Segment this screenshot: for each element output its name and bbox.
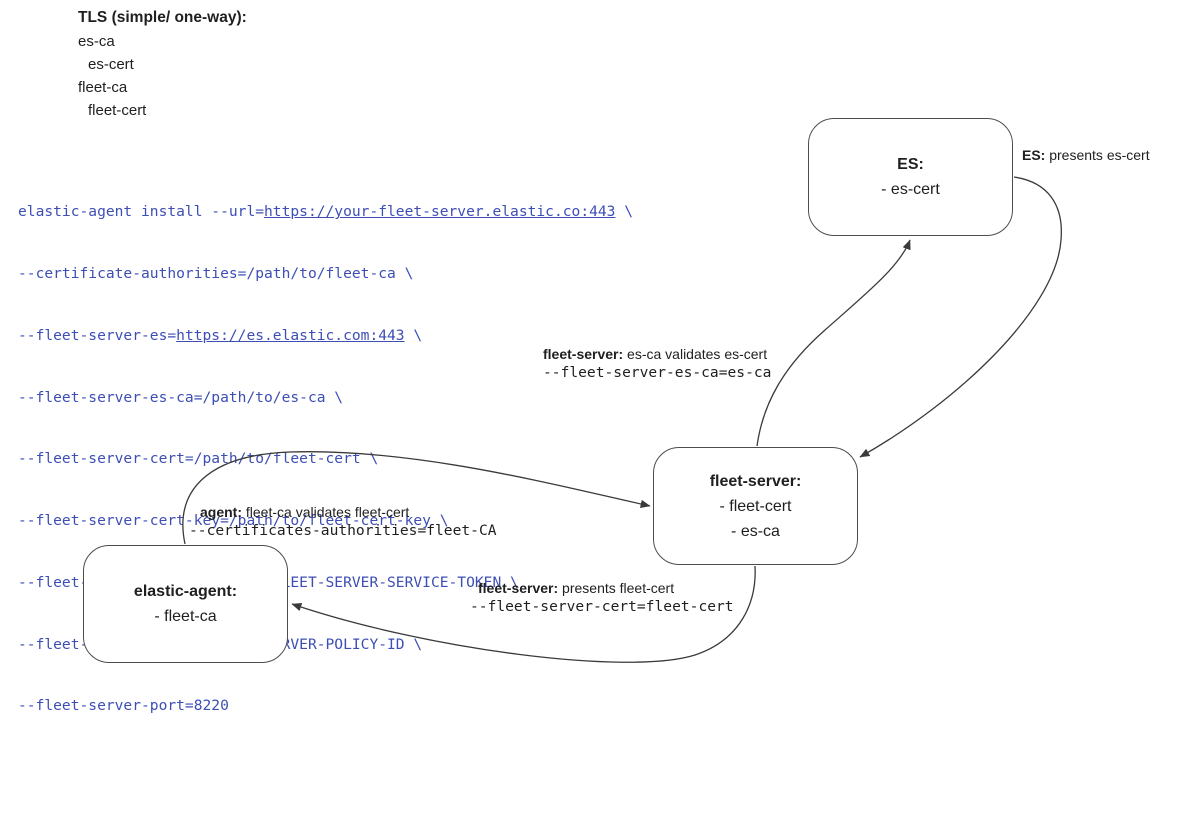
command-line: --fleet-server-es-ca=/path/to/es-ca \ <box>18 388 344 406</box>
node-elastic-agent-ca-line: - fleet-ca <box>154 608 217 625</box>
arrow-es-to-fleet-server <box>859 176 1062 458</box>
label-fleet-server-cert-flag: --fleet-server-cert=fleet-cert <box>470 598 734 615</box>
arrow-fleet-server-to-agent <box>291 565 756 663</box>
node-es-title: ES: <box>897 156 924 173</box>
command-line: --fleet-server-port=8220 <box>18 697 229 715</box>
command-line: elastic-agent install --url=https://your… <box>18 203 634 221</box>
tls-legend-item-fleet-cert: fleet-cert <box>88 102 147 119</box>
command-line: --fleet-server-cert-key=/path/to/fleet-c… <box>18 512 449 530</box>
tls-legend-item-es-ca: es-ca <box>78 33 115 50</box>
tls-legend-item-es-cert: es-cert <box>88 56 134 73</box>
command-line: --certificate-authorities=/path/to/fleet… <box>18 264 414 282</box>
arrow-fleet-server-to-es <box>756 239 911 447</box>
command-line: --fleet-server-es=https://es.elastic.com… <box>18 326 423 344</box>
tls-legend-title: TLS (simple/ one-way): <box>78 9 247 26</box>
tls-legend-item-fleet-ca: fleet-ca <box>78 79 128 96</box>
fleet-server-url-link[interactable]: https://your-fleet-server.elastic.co:443 <box>264 203 616 221</box>
node-fleet-server-title: fleet-server: <box>709 472 802 490</box>
label-certificates-authorities-flag: --certificates-authorities=fleet-CA <box>189 522 497 539</box>
node-elastic-agent: elastic-agent: - fleet-ca <box>83 545 288 663</box>
node-elastic-agent-title: elastic-agent: <box>133 583 238 600</box>
label-es-presents-es-cert: ES: presents es-cert <box>1022 147 1150 163</box>
command-line: --fleet-server-cert=/path/to/fleet-cert … <box>18 450 379 468</box>
tls-legend: TLS (simple/ one-way): es-ca es-cert fle… <box>78 6 247 122</box>
node-es: ES: - es-cert <box>808 118 1013 236</box>
node-fleet-server-ca-line: - es-ca <box>731 522 780 540</box>
node-fleet-server: fleet-server: - fleet-cert - es-ca <box>653 447 858 565</box>
node-fleet-server-cert-line: - fleet-cert <box>719 497 792 515</box>
label-fleet-server-es-ca-flag: --fleet-server-es-ca=es-ca <box>543 364 772 381</box>
label-fleet-server-validates-es-cert: fleet-server: es-ca validates es-cert --… <box>543 346 772 381</box>
label-fleet-server-presents-fleet-cert: fleet-server: presents fleet-cert --flee… <box>470 580 734 615</box>
es-url-link[interactable]: https://es.elastic.com:443 <box>176 326 405 344</box>
node-es-cert-line: - es-cert <box>881 181 940 198</box>
arrow-agent-to-fleet-server <box>182 451 651 545</box>
label-agent-validates-fleet-cert: agent: fleet-ca validates fleet-cert --c… <box>189 504 497 539</box>
